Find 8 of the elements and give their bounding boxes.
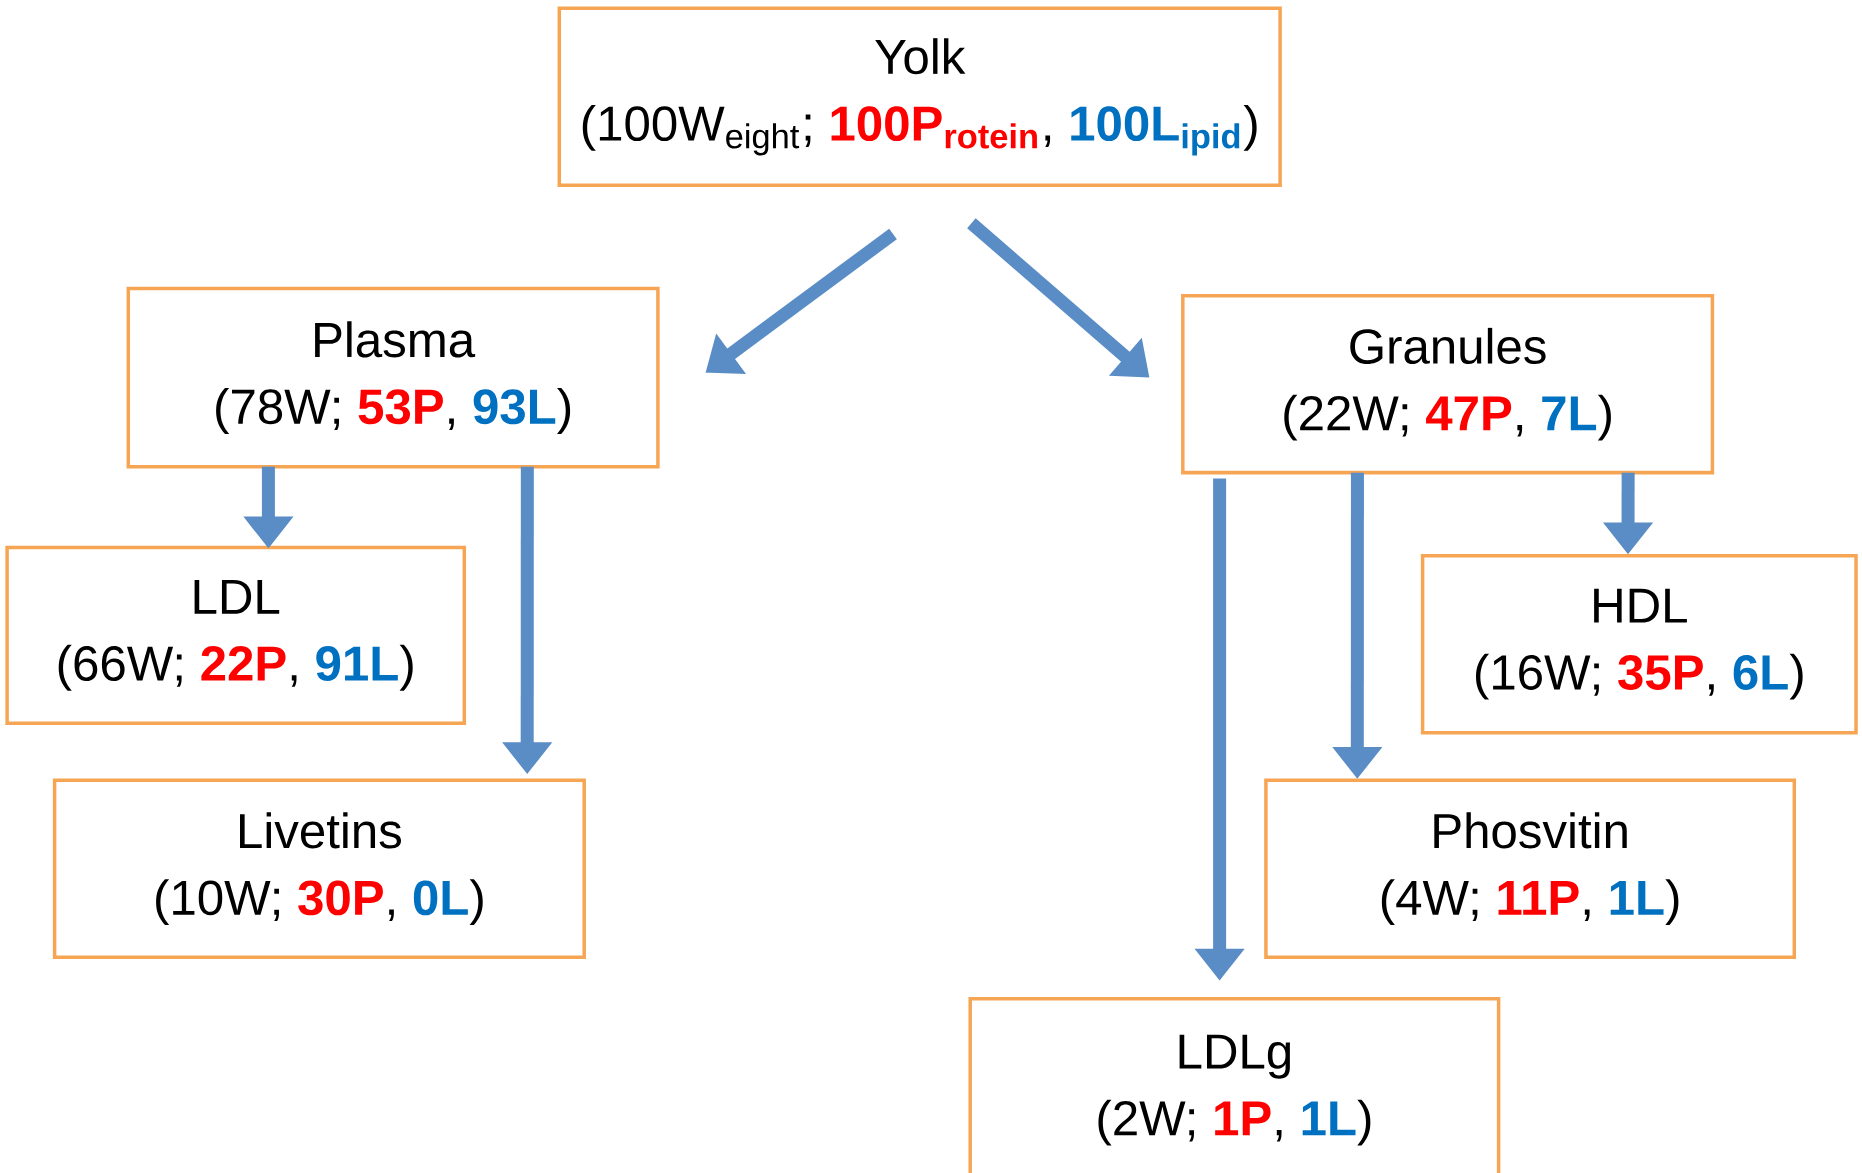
process-box: Phosvitin (4W; 11P, 1L) [1264, 778, 1797, 959]
process-box: Granules (22W; 47P, 7L) [1181, 294, 1715, 475]
process-box: HDL (16W; 35P, 6L) [1420, 554, 1858, 735]
process-box: LDL (66W; 22P, 91L) [5, 545, 467, 725]
process-box: Livetins (10W; 30P, 0L) [52, 778, 586, 959]
process-box: LDLg (2W; 1P, 1L) [968, 996, 1501, 1173]
process-box: Plasma (78W; 53P, 93L) [126, 286, 660, 469]
process-box: Yolk (100W$_{eight}$; 100P$_{rotein}$, 100L$_{ipid}$) [557, 6, 1282, 187]
